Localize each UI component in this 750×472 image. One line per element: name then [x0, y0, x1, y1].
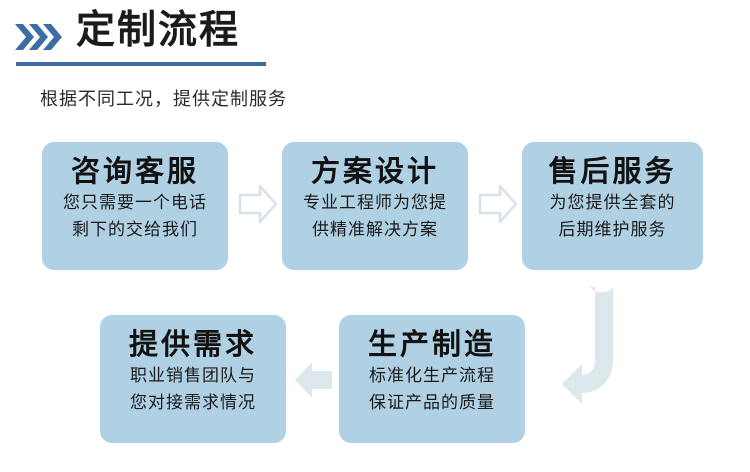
flow-card-line: 供精准解决方案	[312, 220, 438, 239]
arrow-left-icon	[292, 358, 334, 402]
flow-card-provide-requirements[interactable]: 提供需求 职业销售团队与 您对接需求情况	[100, 315, 286, 443]
arrow-elbow-down-left-icon	[560, 283, 640, 408]
flow-card-title: 售后服务	[548, 156, 677, 188]
flow-card-line: 您只需要一个电话	[63, 193, 207, 212]
flow-card-line: 专业工程师为您提	[303, 193, 447, 212]
flow-card-title: 咨询客服	[70, 156, 199, 188]
flow-card-consult-service[interactable]: 咨询客服 您只需要一个电话 剩下的交给我们	[42, 142, 228, 270]
flow-card-plan-design[interactable]: 方案设计 专业工程师为您提 供精准解决方案	[282, 142, 468, 270]
flow-card-line: 后期维护服务	[558, 220, 667, 239]
flow-card-title: 提供需求	[128, 329, 257, 361]
section-header: 定制流程 根据不同工况，提供定制服务	[0, 0, 750, 109]
flow-card-line: 标准化生产流程	[369, 366, 495, 385]
flow-card-line: 保证产品的质量	[369, 393, 495, 412]
flow-card-production-manufacturing[interactable]: 生产制造 标准化生产流程 保证产品的质量	[339, 315, 525, 443]
arrow-right-icon	[238, 182, 278, 226]
flow-card-title: 方案设计	[310, 156, 439, 188]
page-subtitle: 根据不同工况，提供定制服务	[40, 89, 287, 109]
arrow-right-icon	[478, 182, 518, 226]
flow-card-after-sales-service[interactable]: 售后服务 为您提供全套的 后期维护服务	[522, 142, 703, 270]
flow-card-line: 剩下的交给我们	[72, 220, 198, 239]
flow-card-line: 职业销售团队与	[130, 366, 256, 385]
page-title: 定制流程	[76, 9, 241, 52]
flow-card-line: 您对接需求情况	[130, 393, 256, 412]
title-underline	[16, 62, 266, 66]
double-chevron-right-icon	[14, 22, 70, 52]
flow-card-line: 为您提供全套的	[549, 193, 676, 212]
flow-card-title: 生产制造	[367, 329, 496, 361]
